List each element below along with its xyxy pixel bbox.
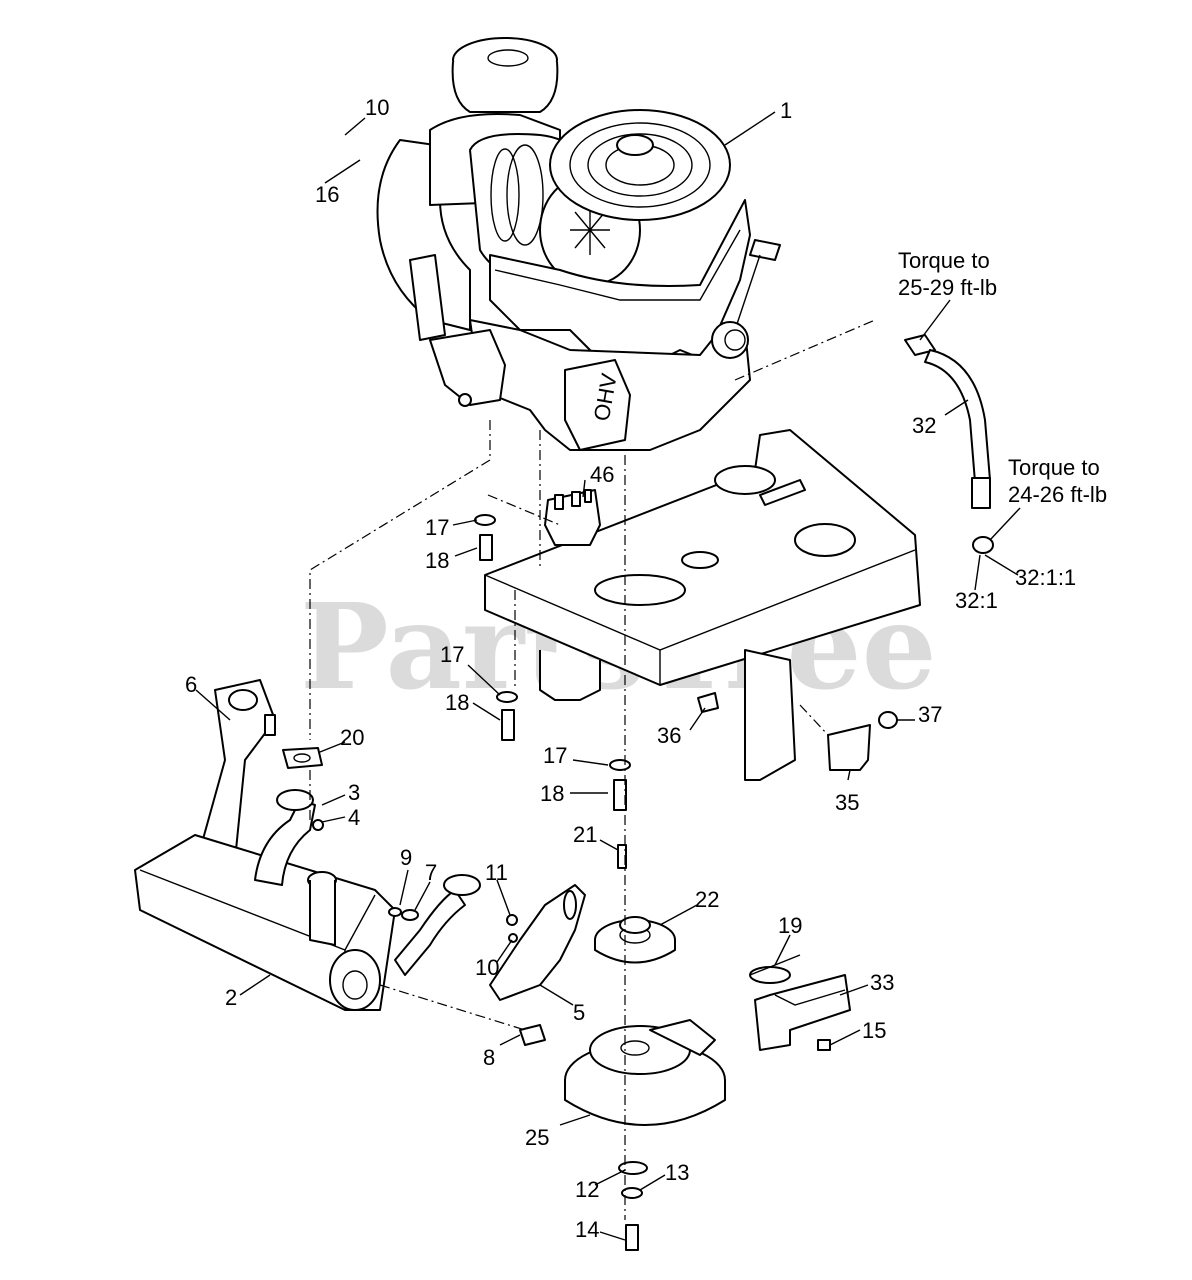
callout-17: 17 bbox=[543, 743, 567, 768]
callout-32-1-1: 32:1:1 bbox=[1015, 565, 1076, 590]
torque-note-upper: Torque to 25-29 ft-lb bbox=[898, 248, 997, 300]
pto-clutch[interactable] bbox=[564, 1019, 726, 1251]
svg-text:24-26 ft-lb: 24-26 ft-lb bbox=[1008, 482, 1107, 507]
leader-lines bbox=[195, 111, 1021, 1241]
hose-clamp[interactable] bbox=[697, 692, 898, 771]
svg-text:Torque to: Torque to bbox=[898, 248, 990, 273]
callout-5: 5 bbox=[573, 1000, 585, 1025]
callout-8: 8 bbox=[483, 1045, 495, 1070]
engine-deck-plate bbox=[484, 429, 921, 781]
callout-4: 4 bbox=[348, 805, 360, 830]
callout-22: 22 bbox=[695, 887, 719, 912]
callout-17: 17 bbox=[440, 642, 464, 667]
callout-1: 1 bbox=[780, 98, 792, 123]
callout-18: 18 bbox=[425, 548, 449, 573]
callout-7: 7 bbox=[425, 860, 437, 885]
callouts: 1 10 16 32 32:1:1 32:1 46 17 18 17 18 17… bbox=[185, 95, 1076, 1242]
hose-assembly[interactable] bbox=[904, 334, 994, 554]
callout-17: 17 bbox=[425, 515, 449, 540]
callout-19: 19 bbox=[778, 913, 802, 938]
svg-text:25-29 ft-lb: 25-29 ft-lb bbox=[898, 275, 997, 300]
callout-46: 46 bbox=[590, 462, 614, 487]
callout-37: 37 bbox=[918, 702, 942, 727]
muffler-assembly[interactable] bbox=[134, 679, 546, 1046]
callout-13: 13 bbox=[665, 1160, 689, 1185]
engine-pulley[interactable] bbox=[594, 916, 676, 964]
callout-33: 33 bbox=[870, 970, 894, 995]
callout-15: 15 bbox=[862, 1018, 886, 1043]
callout-16: 16 bbox=[315, 182, 339, 207]
callout-2: 2 bbox=[225, 985, 237, 1010]
engine-assembly[interactable]: OHV bbox=[376, 37, 781, 451]
torque-note-lower: Torque to 24-26 ft-lb bbox=[1008, 455, 1107, 507]
callout-11: 11 bbox=[485, 860, 508, 885]
callout-32: 32 bbox=[912, 413, 936, 438]
callout-9: 9 bbox=[400, 845, 412, 870]
callout-6: 6 bbox=[185, 672, 197, 697]
callout-3: 3 bbox=[348, 780, 360, 805]
callout-12: 12 bbox=[575, 1177, 599, 1202]
assembly-centerlines bbox=[309, 319, 876, 1220]
callout-20: 20 bbox=[340, 725, 364, 750]
callout-35: 35 bbox=[835, 790, 859, 815]
callout-36: 36 bbox=[657, 723, 681, 748]
svg-text:Torque to: Torque to bbox=[1008, 455, 1100, 480]
callout-25: 25 bbox=[525, 1125, 549, 1150]
callout-10: 10 bbox=[475, 955, 499, 980]
callout-32-1: 32:1 bbox=[955, 588, 998, 613]
mounting-bracket-33[interactable] bbox=[749, 954, 851, 1051]
callout-18: 18 bbox=[540, 781, 564, 806]
washer-bolt-set bbox=[474, 514, 631, 869]
callout-21: 21 bbox=[573, 822, 597, 847]
muffler-bracket[interactable] bbox=[489, 884, 586, 1001]
callout-10: 10 bbox=[365, 95, 389, 120]
starter-solenoid[interactable] bbox=[544, 489, 601, 546]
callout-14: 14 bbox=[575, 1217, 599, 1242]
callout-18: 18 bbox=[445, 690, 469, 715]
